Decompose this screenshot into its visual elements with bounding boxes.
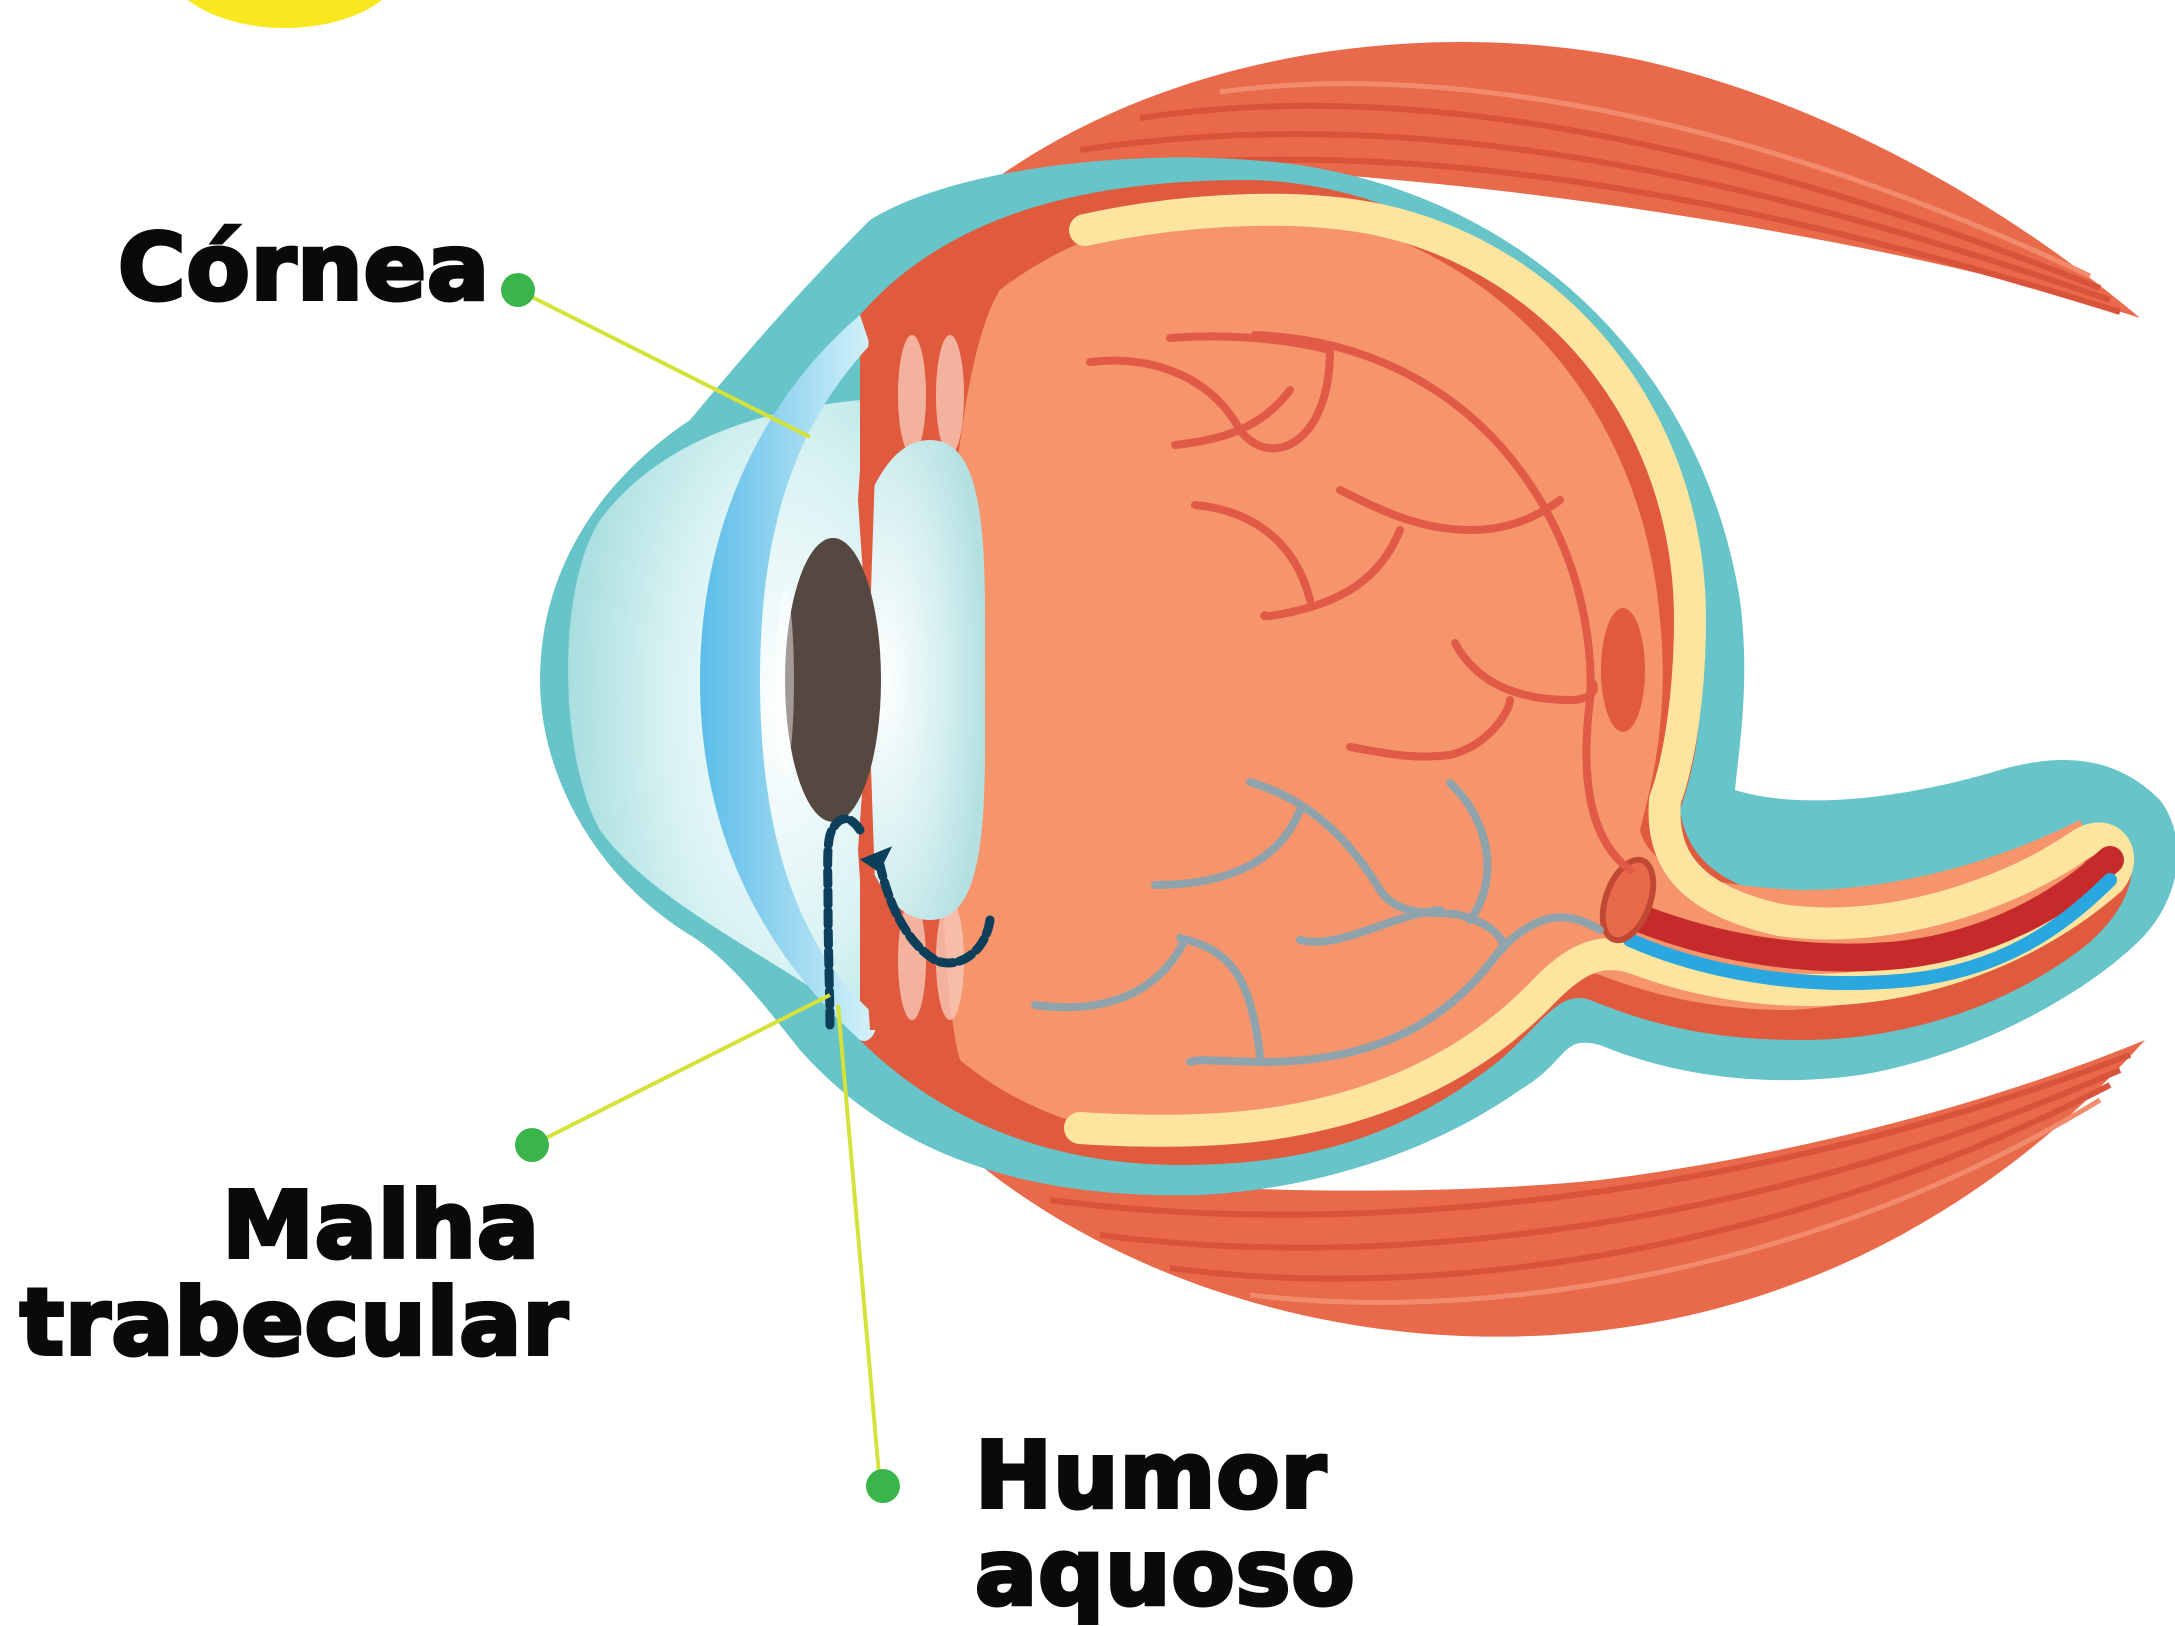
aqueous-humor-label: Humor aquoso [975,1428,1356,1621]
yellow-sun-shape [165,0,405,28]
cornea-label: Córnea [118,222,490,314]
trabecular-label-line2: trabecular [20,1275,540,1372]
humor-pointer-dot [866,1469,900,1503]
humor-label-line2: aquoso [975,1525,1356,1622]
humor-label-line1: Humor [975,1428,1356,1525]
pupil-highlight [776,590,794,770]
cornea-label-text: Córnea [118,222,490,314]
pupil [785,538,881,822]
cornea-pointer-dot [501,273,535,307]
trabecular-meshwork-label: Malha trabecular [20,1178,540,1371]
trabecular-pointer-dot [515,1128,549,1162]
trabecular-label-line1: Malha [20,1178,540,1275]
